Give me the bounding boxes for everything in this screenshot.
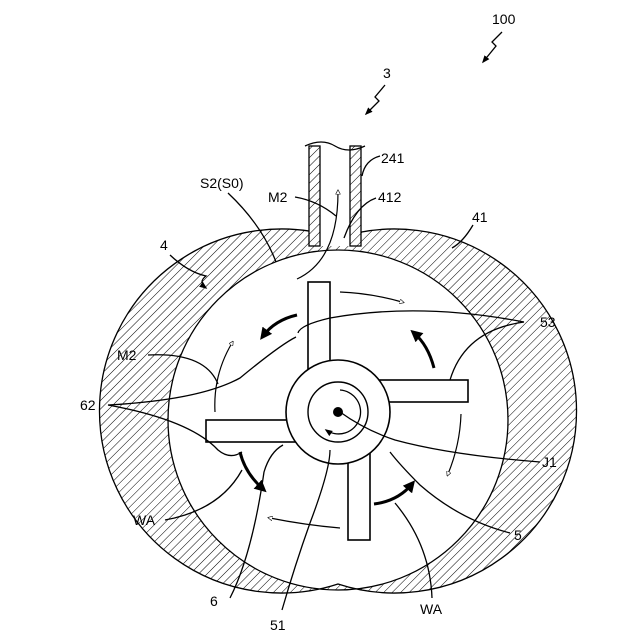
label-100: 100	[492, 11, 516, 27]
label-41: 41	[472, 209, 488, 225]
axis-dot	[333, 407, 343, 417]
leader-3	[366, 85, 385, 114]
label-wa-bottom: WA	[420, 601, 443, 617]
leader-51	[282, 450, 330, 610]
rotation-arrow-upper-left	[263, 315, 297, 336]
rotation-arrow-right	[414, 333, 434, 368]
label-wa-left: WA	[133, 512, 156, 528]
leader-241	[362, 156, 380, 176]
label-5: 5	[514, 527, 522, 543]
label-m2-top: M2	[268, 189, 288, 205]
label-j1: J1	[542, 454, 557, 470]
label-6: 6	[210, 593, 218, 609]
flow-arrow-bottom	[270, 518, 340, 528]
flow-arrow-right	[448, 414, 461, 474]
label-4: 4	[160, 237, 168, 253]
blade-right	[378, 380, 468, 402]
label-3: 3	[383, 65, 391, 81]
leader-100	[483, 32, 502, 62]
label-51: 51	[270, 617, 286, 633]
pipe-wall-left	[309, 146, 320, 246]
label-62: 62	[80, 397, 96, 413]
rotation-arrow-lower-right	[374, 484, 412, 504]
label-412: 412	[378, 189, 402, 205]
blade-bottom	[348, 450, 370, 540]
pipe-wall-right	[350, 146, 361, 246]
label-53: 53	[540, 314, 556, 330]
blade-top	[308, 282, 330, 370]
outlet-pipe	[305, 142, 365, 246]
rotation-arrow-lower-left	[240, 452, 263, 489]
label-s2-s0: S2(S0)	[200, 175, 244, 191]
blade-left	[206, 420, 296, 442]
impeller	[206, 282, 468, 540]
label-241: 241	[381, 150, 405, 166]
flow-arrow-left	[215, 343, 232, 412]
label-m2-left: M2	[117, 347, 137, 363]
flow-arrow-top	[340, 292, 402, 302]
